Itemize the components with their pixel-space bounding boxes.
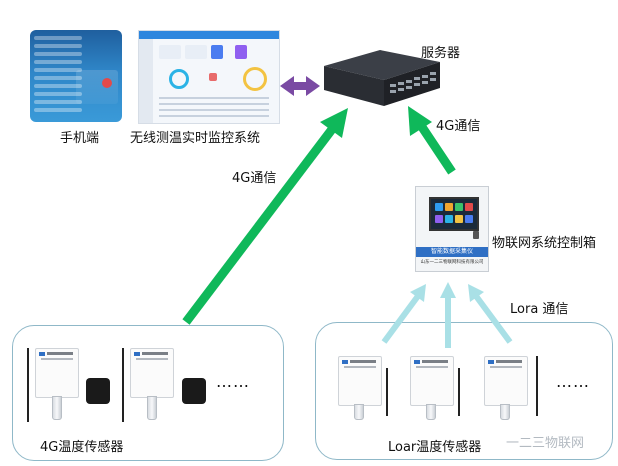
sensor-probe [52,396,62,420]
label-phone: 手机端 [60,131,100,146]
sensor-probe [426,404,436,420]
label-loar-sensor: Loar温度传感器 [388,440,482,455]
temperature-sensor-icon [35,348,79,398]
antenna-icon [386,368,388,416]
sensor-probe [147,396,157,420]
arrow-4g-right [408,106,456,175]
label-monitor-system: 无线测温实时监控系统 [130,131,261,146]
power-adapter-icon [86,378,110,404]
antenna-icon [536,356,538,416]
server-icon [324,50,440,106]
label-iot-cabinet: 物联网系统控制箱 [492,236,597,251]
arrow-lora [381,282,513,348]
temperature-sensor-icon [130,348,174,398]
cabinet-icon: 智能数据采集仪 山东一二三物联网科技有限公司 [415,186,489,272]
temperature-sensor-icon [410,356,454,406]
antenna-icon [458,368,460,416]
label-4g-right: 4G通信 [436,119,481,134]
sensor-probe [500,404,510,420]
watermark: 一二三物联网 [506,436,585,451]
temperature-sensor-icon [338,356,382,406]
antenna-icon [122,348,124,422]
arrow-app-server [280,76,320,96]
label-4g-left: 4G通信 [232,171,277,186]
antenna-icon [27,348,29,422]
arrow-4g-left [182,108,348,325]
cabinet-screen [429,197,479,231]
lock-icon [473,231,479,239]
label-4g-sensor: 4G温度传感器 [40,440,124,455]
cabinet-banner: 智能数据采集仪 [416,247,488,257]
phone-app-screenshot [30,30,122,122]
label-server: 服务器 [421,46,461,61]
temperature-sensor-icon [484,356,528,406]
power-adapter-icon [182,378,206,404]
label-lora-comm: Lora 通信 [510,302,569,317]
ellipsis-4g: …… [216,372,250,391]
dashboard-screenshot [138,30,280,124]
ellipsis-lora: …… [556,372,590,391]
cabinet-maker: 山东一二三物联网科技有限公司 [420,260,484,265]
sensor-probe [354,404,364,420]
